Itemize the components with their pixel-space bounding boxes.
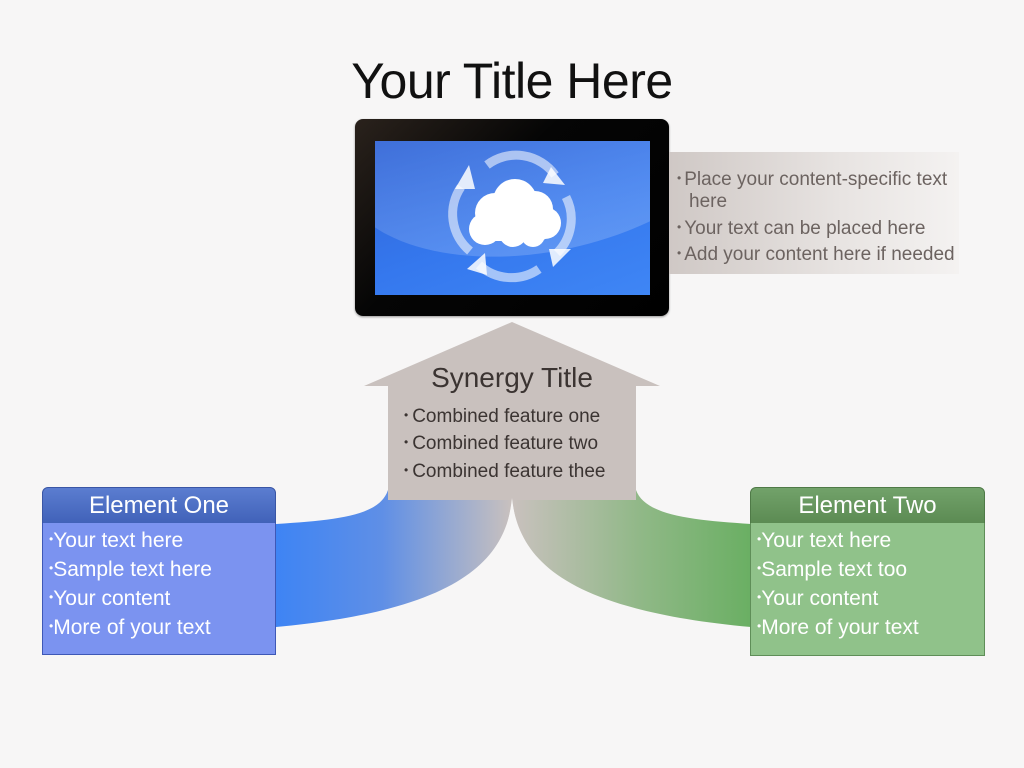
list-item: •Sample text here [49,558,212,581]
list-item: •More of your text [49,616,211,639]
list-item: •More of your text [757,616,919,639]
list-item: •Your content [757,587,879,610]
page-title: Your Title Here [351,53,673,109]
callout-item: •Place your content-specific text here [677,169,948,212]
synergy-title: Synergy Title [431,362,593,393]
element-one-box: Element One •Your text here •Sample text… [42,487,276,656]
element-one-title: Element One [42,487,276,525]
element-two-box: Element Two •Your text here •Sample text… [750,487,985,657]
synergy-feature: •Combined feature two [404,433,599,454]
list-item: •Sample text too [757,558,908,581]
callout-item: •Add your content here if needed [677,244,955,265]
right-flow-stream [512,490,751,627]
callout-item: •Your text can be placed here [677,218,926,239]
list-item: •Your text here [757,529,892,552]
tablet-screen [375,141,650,295]
up-arrow [364,322,660,500]
tablet-callout: •Place your content-specific text here •… [669,152,959,274]
left-flow-stream [276,490,512,627]
tablet-device [355,119,669,316]
cloud-sync-icon [448,150,576,283]
synergy-feature: •Combined feature one [404,406,601,427]
synergy-feature: •Combined feature thee [404,461,606,482]
element-two-title: Element Two [750,487,985,525]
element-one-body: •Your text here •Sample text here •Your … [42,523,276,655]
list-item: •Your text here [49,529,184,552]
element-two-body: •Your text here •Sample text too •Your c… [750,523,985,656]
list-item: •Your content [49,587,171,610]
